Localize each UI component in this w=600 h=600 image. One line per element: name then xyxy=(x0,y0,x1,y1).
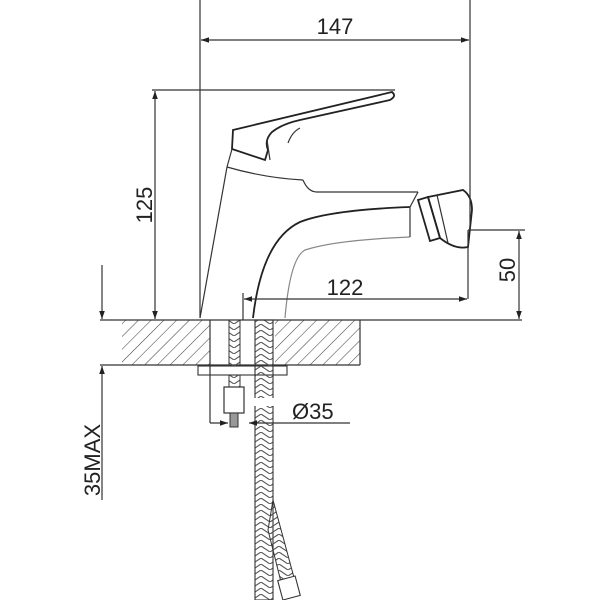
dimension-diameter: Ø35 xyxy=(209,365,350,426)
dimension-50: 50 xyxy=(468,229,525,319)
flexible-hoses xyxy=(253,319,301,600)
aerator xyxy=(416,189,473,249)
spout-lower-edge xyxy=(252,206,411,319)
dim-thickness-label: 35MAX xyxy=(80,424,105,496)
lever-handle xyxy=(231,91,395,162)
dim-reach-label: 122 xyxy=(327,275,364,300)
dimension-35max: 35MAX xyxy=(80,265,105,500)
dimension-125: 125 xyxy=(132,89,395,319)
dimension-122: 122 xyxy=(242,230,469,320)
dim-height-label: 125 xyxy=(132,187,157,224)
countertop xyxy=(100,319,522,366)
dim-length-label: 147 xyxy=(317,14,354,39)
dim-spout-height-label: 50 xyxy=(495,258,520,282)
mounting-hardware xyxy=(197,319,288,428)
dimension-147: 147 xyxy=(199,0,471,318)
dim-diameter-label: Ø35 xyxy=(292,399,334,424)
